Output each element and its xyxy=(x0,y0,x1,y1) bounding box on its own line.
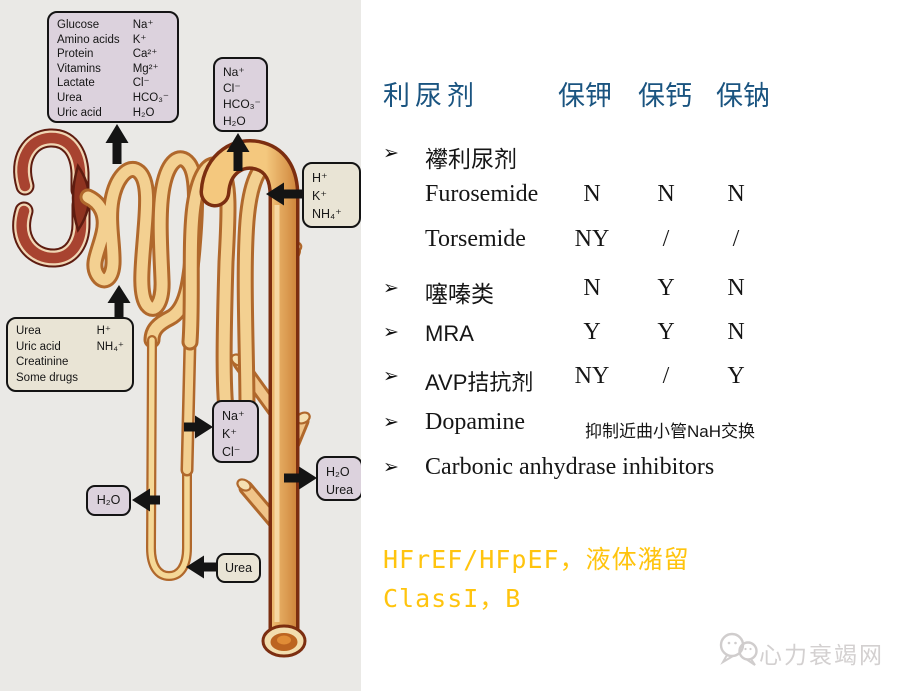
wechat-bubbles-icon xyxy=(719,632,758,666)
distal-reabsorption-box: Na⁺ Cl⁻ HCO₃⁻ H₂O xyxy=(213,57,268,132)
arrow-up-proximal-secretion xyxy=(107,285,131,319)
thick-ascending-box: Na⁺ K⁺ Cl⁻ xyxy=(212,400,259,463)
nephron-diagram-panel: Glucose Amino acids Protein Vitamins Lac… xyxy=(0,0,363,691)
table-title: 利尿剂 xyxy=(383,81,479,111)
table-row-avp-antagonists: ➢ AVP拮抗剂 NY / Y xyxy=(361,363,903,397)
value-ca: / xyxy=(662,363,670,389)
bullet-icon: ➢ xyxy=(383,322,399,343)
table-row-loop-diuretics: ➢ 襻利尿剂 xyxy=(361,140,903,174)
descending-water-box: H₂O xyxy=(86,485,131,516)
table-row-thiazides: ➢ 噻嗪类 N Y N xyxy=(361,275,903,309)
row-label: Furosemide xyxy=(425,181,539,207)
table-row-carbonic-anhydrase-inhibitors: ➢ Carbonic anhydrase inhibitors xyxy=(361,454,903,488)
collecting-secretion-box: H⁺ K⁺ NH₄⁺ xyxy=(302,162,361,228)
bullet-icon: ➢ xyxy=(383,412,399,433)
proximal-secretion-ions: H⁺ NH₄⁺ xyxy=(96,325,124,353)
column-header-na-sparing: 保钠 xyxy=(716,81,770,111)
loop-urea-box: Urea xyxy=(216,553,261,583)
filtrate-ions: Na⁺ K⁺ Ca²⁺ Mg²⁺ Cl⁻ HCO₃⁻ H₂O xyxy=(132,19,169,119)
table-row-mra: ➢ MRA Y Y N xyxy=(361,319,903,353)
column-header-ca-sparing: 保钙 xyxy=(638,81,692,111)
value-ca: Y xyxy=(657,319,675,345)
arrow-right-medullary xyxy=(284,466,317,490)
value-k: Y xyxy=(583,319,601,345)
proximal-secretion-solutes: Urea Uric acid Creatinine Some drugs xyxy=(16,325,79,384)
row-label: MRA xyxy=(425,321,474,346)
watermark-site-name: 心力衰竭网 xyxy=(759,642,884,668)
table-row-torsemide: Torsemide NY / / xyxy=(361,226,903,260)
loop-of-henle-graphic xyxy=(145,335,197,582)
glomerulus-graphic xyxy=(12,128,91,268)
row-label: Dopamine xyxy=(425,409,525,435)
indication-line-1: HFrEF/HFpEF，液体潴留 xyxy=(383,545,690,574)
row-note: 抑制近曲小管NaH交换 xyxy=(585,422,756,441)
row-label: Carbonic anhydrase inhibitors xyxy=(425,454,715,480)
filtrate-box: Glucose Amino acids Protein Vitamins Lac… xyxy=(47,11,179,123)
arrow-right-thick-ascending xyxy=(184,415,213,439)
table-row-dopamine: ➢ Dopamine 抑制近曲小管NaH交换 xyxy=(361,409,903,443)
table-row-furosemide: Furosemide N N N xyxy=(361,181,903,215)
bullet-icon: ➢ xyxy=(383,143,399,164)
row-label: Torsemide xyxy=(425,226,526,252)
arrow-left-collecting xyxy=(266,182,304,206)
value-k: NY xyxy=(574,226,610,252)
nephron-illustration xyxy=(12,124,317,658)
value-k: N xyxy=(583,275,601,301)
value-ca: Y xyxy=(657,275,675,301)
medullary-exchange-box: H₂O Urea xyxy=(316,456,363,501)
value-na: N xyxy=(727,319,745,345)
arrow-up-filtrate xyxy=(105,124,129,164)
value-ca: / xyxy=(662,226,670,252)
proximal-tubule-graphic xyxy=(79,150,204,349)
value-na: Y xyxy=(727,363,745,389)
diuretics-table-panel: 利尿剂 保钾 保钙 保钠 ➢ 襻利尿剂 Furosemide N N N Tor… xyxy=(361,0,903,691)
value-na: N xyxy=(727,181,745,207)
indication-line-2: ClassI，B xyxy=(383,584,522,613)
filtrate-solutes: Glucose Amino acids Protein Vitamins Lac… xyxy=(57,19,120,119)
bullet-icon: ➢ xyxy=(383,457,399,478)
value-k: NY xyxy=(574,363,610,389)
value-na: / xyxy=(732,226,740,252)
arrow-left-urea xyxy=(186,555,219,579)
arrow-left-water xyxy=(132,488,160,512)
arrow-up-distal xyxy=(226,133,250,171)
row-label: AVP拮抗剂 xyxy=(425,370,534,395)
flux-arrows xyxy=(105,124,317,579)
column-header-k-sparing: 保钾 xyxy=(558,81,612,111)
bullet-icon: ➢ xyxy=(383,366,399,387)
value-ca: N xyxy=(657,181,675,207)
value-na: N xyxy=(727,275,745,301)
row-label: 噻嗪类 xyxy=(425,281,494,307)
proximal-secretion-box: Urea Uric acid Creatinine Some drugs H⁺ … xyxy=(6,317,134,392)
value-k: N xyxy=(583,181,601,207)
bullet-icon: ➢ xyxy=(383,278,399,299)
row-label: 襻利尿剂 xyxy=(425,146,517,172)
